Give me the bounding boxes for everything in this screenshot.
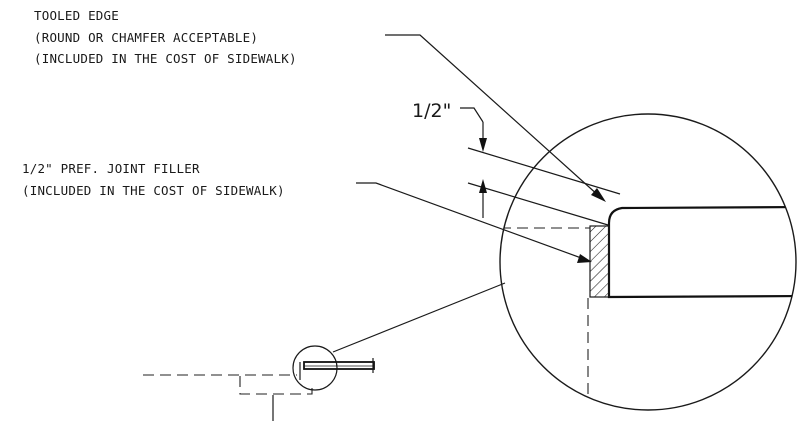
tooled-edge-chamfer-label: (ROUND OR CHAMFER ACCEPTABLE) (34, 30, 258, 45)
tooled-edge-note: TOOLED EDGE (ROUND OR CHAMFER ACCEPTABLE… (34, 8, 297, 66)
joint-filler-cost-label: (INCLUDED IN THE COST OF SIDEWALK) (22, 183, 285, 198)
tooled-edge-label: TOOLED EDGE (34, 8, 119, 23)
detail-circle (499, 113, 797, 411)
reference-circle (292, 345, 338, 391)
joint-filler-note: 1/2" PREF. JOINT FILLER (INCLUDED IN THE… (22, 161, 285, 198)
tooled-edge-leader (385, 34, 606, 202)
tooled-edge-cost-label: (INCLUDED IN THE COST OF SIDEWALK) (34, 51, 297, 66)
joint-filler-label: 1/2" PREF. JOINT FILLER (22, 161, 200, 176)
detail-connector-line (332, 282, 506, 353)
dimension-callout (460, 107, 621, 226)
dimension-label: 1/2" (412, 100, 451, 122)
reference-section (143, 345, 375, 421)
joint-filler-leader (356, 182, 592, 263)
